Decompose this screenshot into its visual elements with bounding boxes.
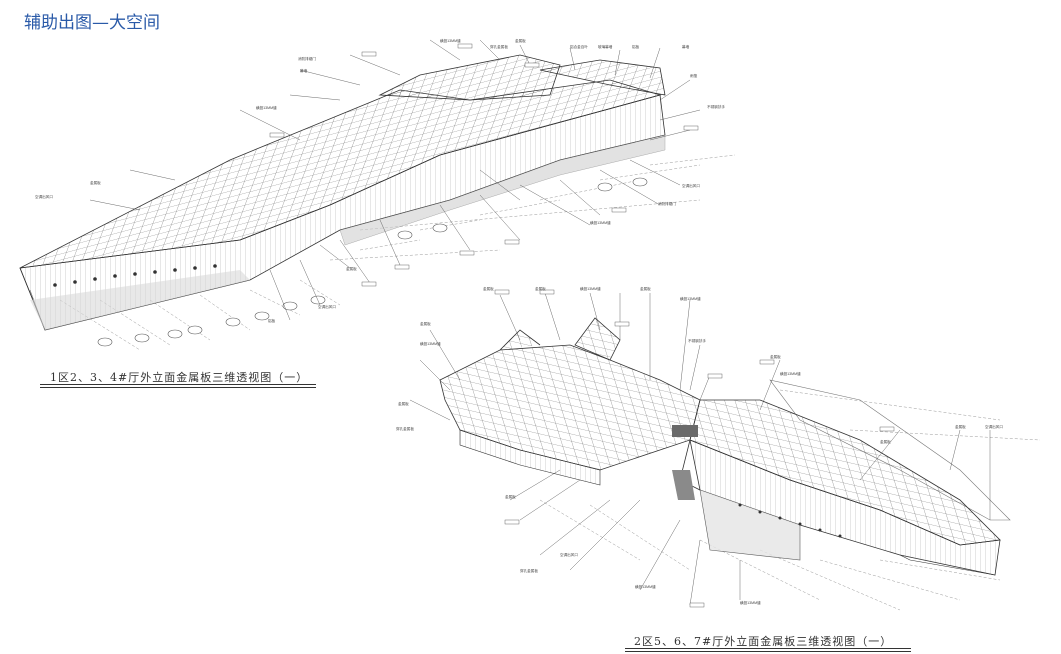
svg-text:幕墙: 幕墙: [300, 68, 308, 73]
svg-text:空调出风口: 空调出风口: [985, 424, 1003, 429]
caption-underline-1: [40, 384, 316, 385]
svg-text:横竖13MM缝: 横竖13MM缝: [740, 600, 761, 605]
svg-text:金属板: 金属板: [640, 286, 651, 291]
svg-text:横竖13MM缝: 横竖13MM缝: [256, 105, 277, 110]
svg-text:横竖13MM缝: 横竖13MM缝: [590, 220, 611, 225]
page-title: 辅助出图—大空间: [24, 13, 160, 33]
leaders-1: [89, 39, 701, 321]
svg-text:金属板: 金属板: [880, 439, 891, 444]
svg-text:横竖13MM缝: 横竖13MM缝: [635, 584, 656, 589]
svg-text:空调出风口: 空调出风口: [682, 183, 700, 188]
svg-text:横竖13MM缝: 横竖13MM缝: [780, 371, 801, 376]
svg-text:消防排烟门: 消防排烟门: [658, 201, 676, 206]
label-text-2: 金属板 金属板 横竖13MM缝 金属板 横竖13MM缝 金属板 不锈钢扶手 穿孔…: [396, 286, 1003, 605]
svg-text:穿孔金属板: 穿孔金属板: [520, 568, 538, 573]
svg-text:金属板: 金属板: [483, 286, 494, 291]
caption-underline-1b: [40, 387, 316, 388]
svg-text:金属板: 金属板: [535, 286, 546, 291]
svg-text:金属板: 金属板: [955, 424, 966, 429]
svg-text:铝板: 铝板: [268, 318, 276, 323]
svg-text:空调出风口: 空调出风口: [318, 304, 336, 309]
svg-text:横竖13MM缝: 横竖13MM缝: [580, 286, 601, 291]
drawing-1: 横竖13MM缝 金属板 空调出风口 消防排烟门 幕墙 穿孔金属板 不锈钢扶手 铝…: [19, 38, 736, 351]
svg-text:横竖13MM缝: 横竖13MM缝: [440, 38, 461, 43]
svg-text:玻璃幕墙: 玻璃幕墙: [598, 44, 613, 49]
svg-text:金属板: 金属板: [770, 354, 781, 359]
svg-text:铝板: 铝板: [632, 44, 640, 49]
caption-underline-2b: [625, 651, 911, 652]
axis-lines-1: [59, 154, 736, 351]
portholes-2: [738, 503, 842, 538]
label-text-1: 横竖13MM缝 金属板 空调出风口 消防排烟门 幕墙 穿孔金属板 不锈钢扶手 铝…: [35, 38, 725, 323]
caption-drawing-2: 2区5、6、7#厅外立面金属板三维透视图（一）: [634, 635, 893, 648]
leaders-2: [409, 292, 991, 606]
svg-text:穿孔金属板: 穿孔金属板: [396, 426, 414, 431]
svg-text:铝合金百叶: 铝合金百叶: [570, 44, 588, 49]
svg-text:横竖13MM缝: 横竖13MM缝: [680, 296, 701, 301]
caption-drawing-1: 1区2、3、4#厅外立面金属板三维透视图（一）: [50, 371, 309, 384]
hall-1-upper: [378, 54, 561, 101]
svg-text:金属板: 金属板: [90, 180, 101, 185]
drawing-2: 金属板 金属板 横竖13MM缝 金属板 横竖13MM缝 金属板 不锈钢扶手 穿孔…: [396, 286, 1041, 611]
caption-underline-2: [625, 648, 911, 649]
label-boxes-1: [269, 43, 699, 287]
svg-text:金属板: 金属板: [515, 38, 526, 43]
svg-text:空调出风口: 空调出风口: [560, 552, 578, 557]
svg-text:横竖13MM缝: 横竖13MM缝: [420, 341, 441, 346]
svg-text:不锈钢扶手: 不锈钢扶手: [707, 104, 725, 109]
svg-text:金属板: 金属板: [505, 494, 516, 499]
svg-text:消防排烟门: 消防排烟门: [298, 56, 316, 61]
svg-text:金属板: 金属板: [346, 266, 357, 271]
axis-bubbles-1: [97, 177, 648, 347]
svg-text:不锈钢扶手: 不锈钢扶手: [688, 338, 706, 343]
svg-text:空调出风口: 空调出风口: [35, 194, 53, 199]
svg-text:穿孔金属板: 穿孔金属板: [490, 44, 508, 49]
svg-text:雨篷: 雨篷: [690, 73, 698, 78]
svg-text:金属板: 金属板: [398, 401, 409, 406]
svg-text:幕墙: 幕墙: [682, 44, 690, 49]
svg-text:金属板: 金属板: [420, 321, 431, 326]
label-boxes-2: [494, 289, 895, 608]
portholes-1: [53, 264, 217, 287]
